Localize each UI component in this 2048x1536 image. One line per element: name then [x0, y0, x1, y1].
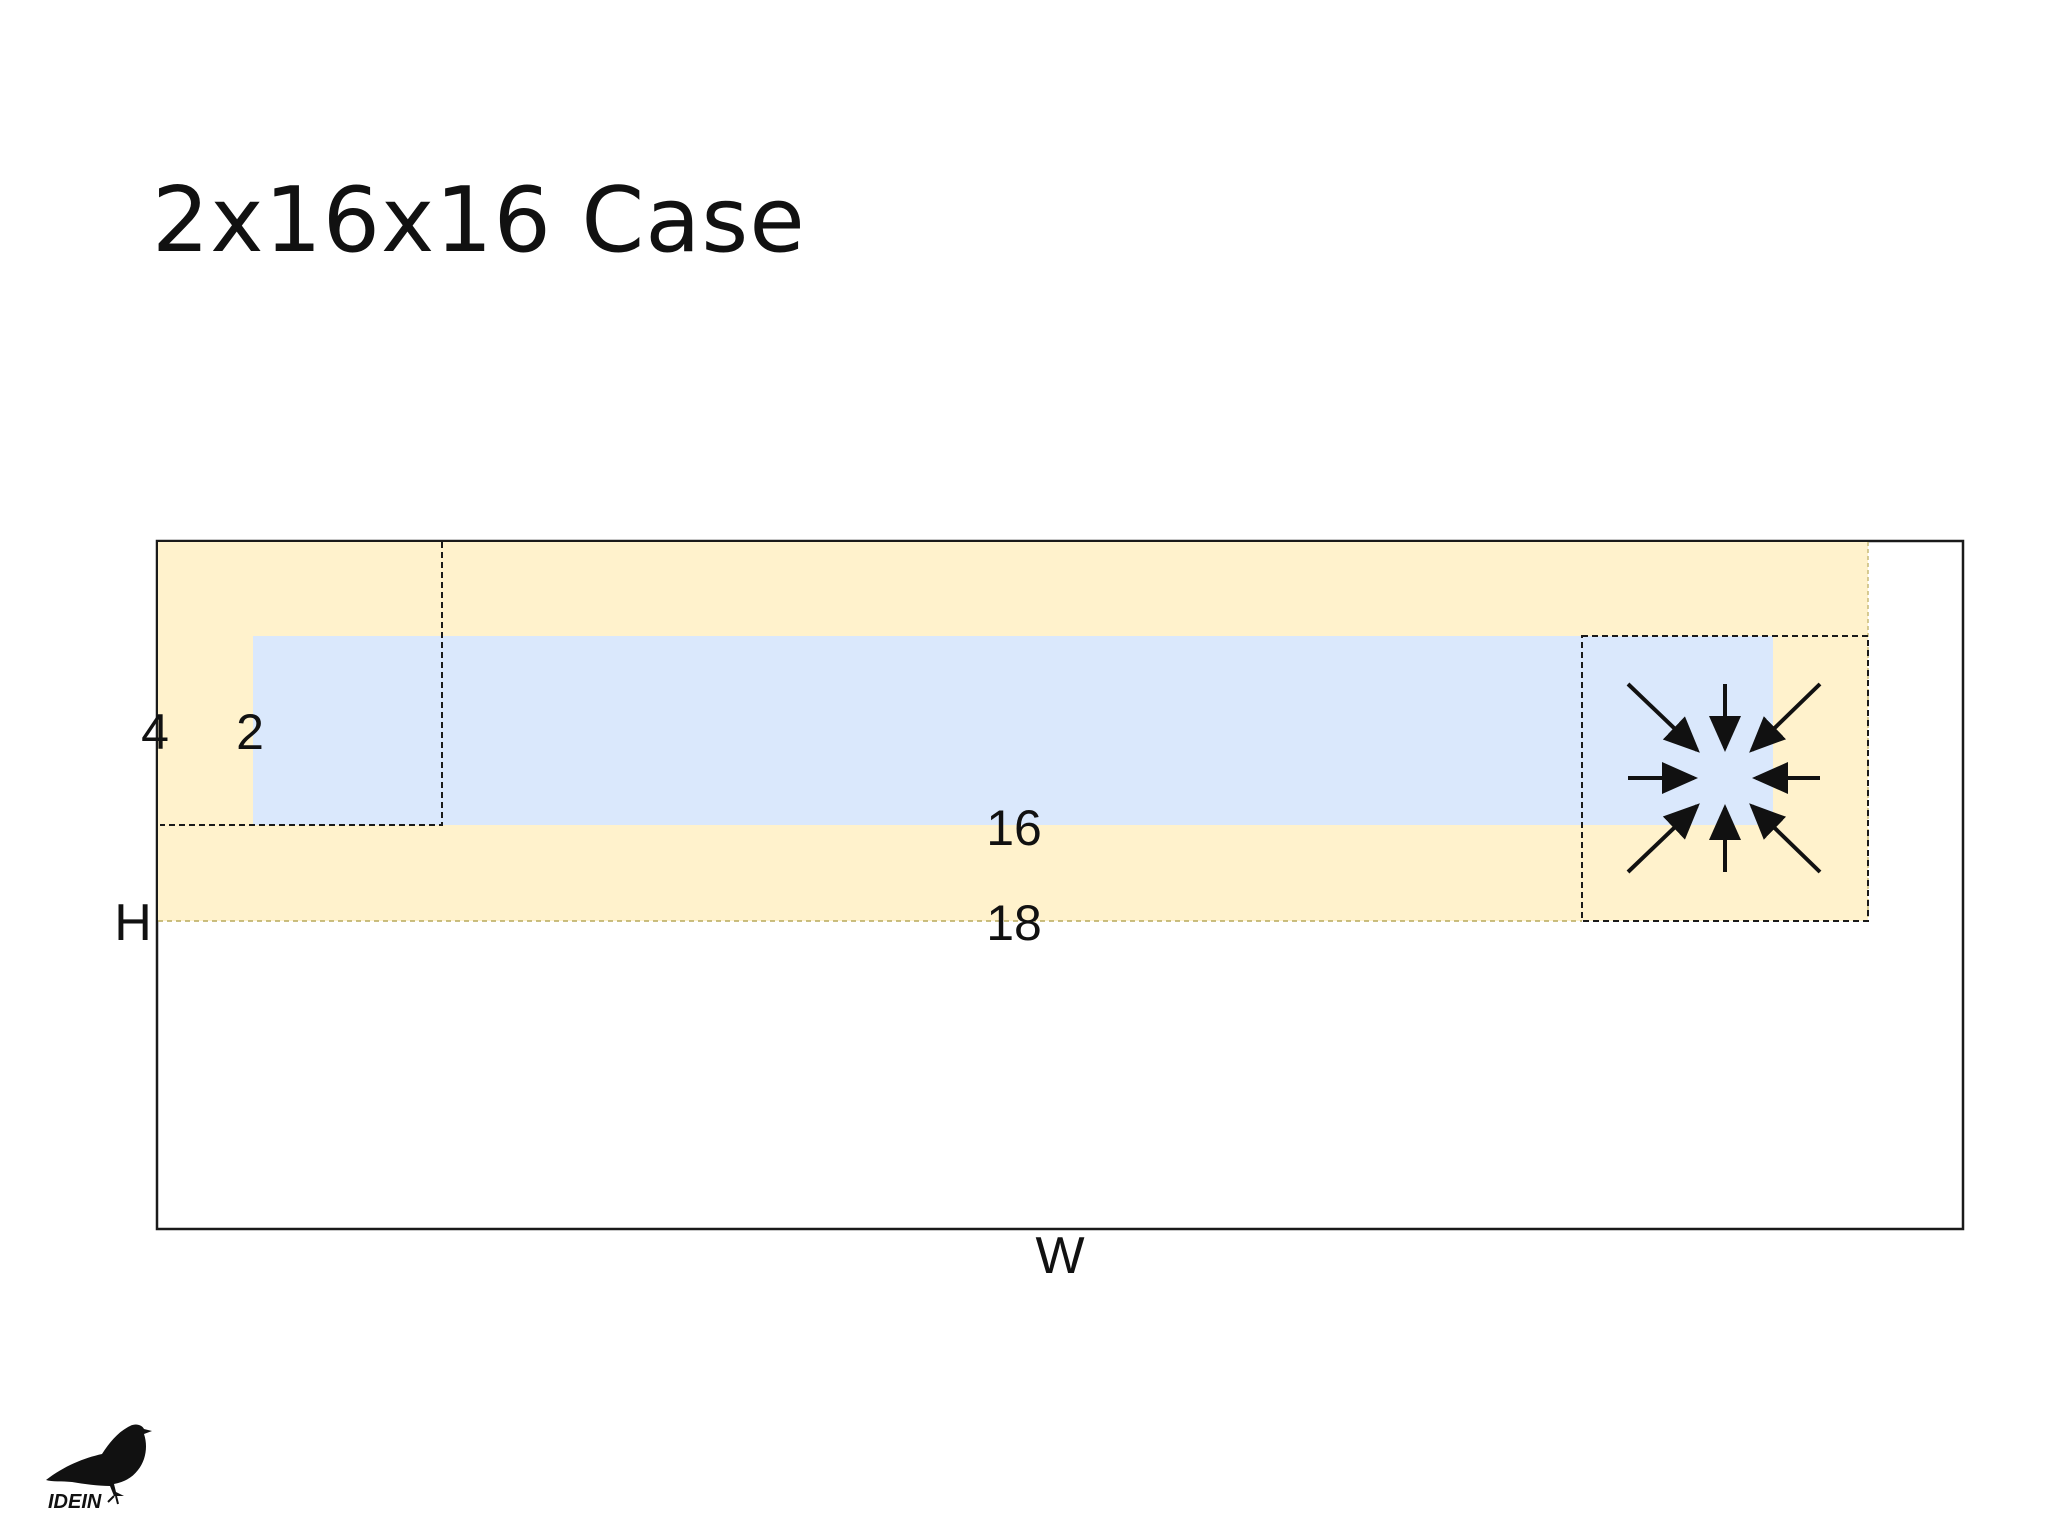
- width-axis-label: W: [1035, 1227, 1084, 1285]
- padded-size-label: 18: [986, 895, 1042, 951]
- height-axis-label: H: [114, 894, 152, 952]
- kernel-window: [1581, 635, 1869, 922]
- inner-size-label: 16: [986, 800, 1042, 856]
- inner-padding-label: 2: [236, 704, 264, 760]
- slide-title: 2x16x16 Case: [152, 168, 806, 273]
- top-left-window: [160, 542, 443, 826]
- data-region: [253, 636, 1773, 825]
- logo-text: IDEIN: [48, 1491, 102, 1510]
- raven-logo-icon: IDEIN: [46, 1424, 152, 1510]
- outer-padding-label: 4: [141, 704, 169, 760]
- converging-arrows-icon: [1626, 682, 1822, 874]
